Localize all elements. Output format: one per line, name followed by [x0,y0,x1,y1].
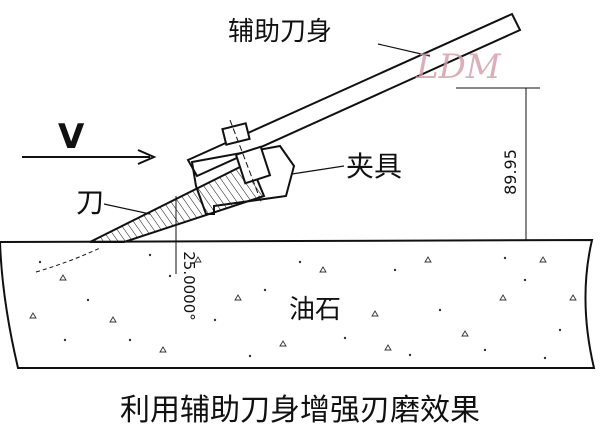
clamp-frame [190,144,296,215]
clamp-nut [234,145,272,185]
aux-blade-label: 辅助刀身 [228,17,332,47]
oilstone-speckles [38,253,562,360]
oilstone-label: 油石 [289,295,341,325]
blade-label: 刀 [76,186,104,219]
annotations: 辅助刀身 刀 夹具 [76,17,431,219]
clamp-label: 夹具 [346,150,402,183]
velocity-arrow: V [22,117,157,165]
clamp [190,119,296,215]
clamp-leader [291,165,345,175]
oilstone-triangles [29,256,577,353]
velocity-arrow-head [137,149,157,165]
aux-blade-leader [377,43,431,57]
oilstone-body [0,238,596,369]
velocity-label: V [58,117,85,157]
angle-dimension-value: 25.0000° [180,251,198,321]
diagram-caption: 利用辅助刀身增强刃磨效果 [120,393,480,428]
blade-leader [103,203,151,215]
angle-dimension: 25.0000° [35,196,198,321]
height-dimension: 89.95 [456,87,540,240]
watermark-logo: LDM [415,47,502,87]
clamp-bolt-axis [229,119,263,205]
oilstone: 油石 [0,238,596,369]
height-dimension-value: 89.95 [501,149,520,195]
